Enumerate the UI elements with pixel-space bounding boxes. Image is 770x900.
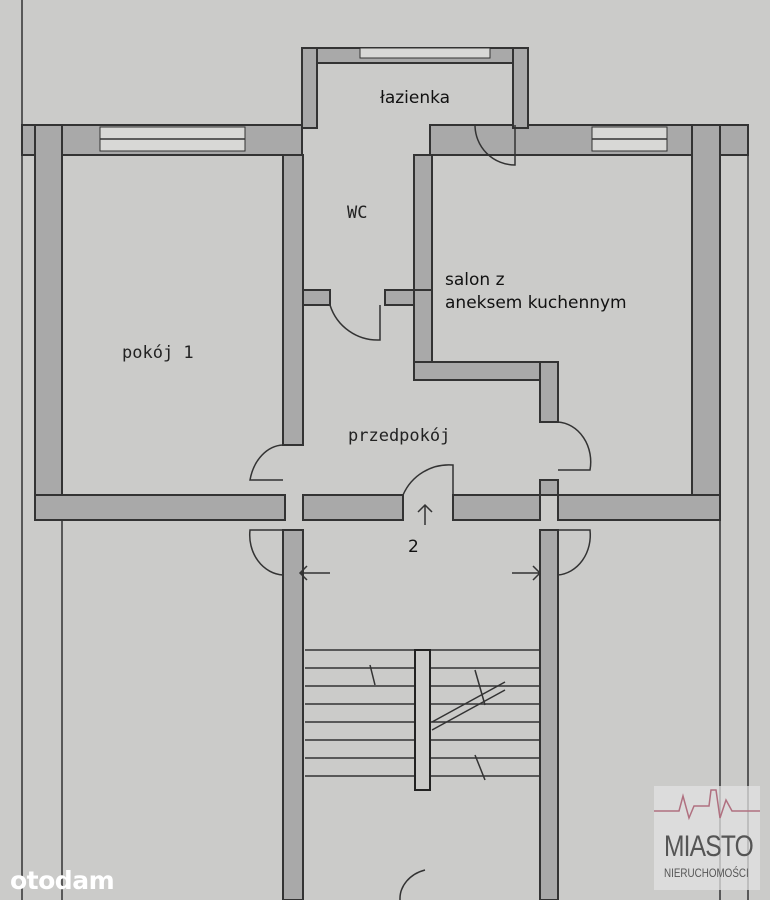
label-bathroom: łazienka xyxy=(380,88,450,108)
outer-guides xyxy=(21,0,749,900)
miasto-logo: MIASTO NIERUCHOMOŚCI xyxy=(654,786,760,890)
doors xyxy=(248,124,592,900)
logo-subtitle: NIERUCHOMOŚCI xyxy=(664,866,749,880)
label-living-2: aneksem kuchennym xyxy=(445,293,627,313)
label-wc: WC xyxy=(347,203,367,223)
label-hall: przedpokój xyxy=(348,426,450,446)
staircase xyxy=(305,649,540,791)
direction-arrows xyxy=(298,503,542,581)
pulse-icon xyxy=(654,789,760,821)
otodam-watermark: otodam xyxy=(10,866,115,895)
label-entrance-number: 2 xyxy=(408,537,419,557)
windows xyxy=(99,47,668,152)
walls xyxy=(21,47,749,900)
logo-title: MIASTO xyxy=(664,830,754,863)
label-living-1: salon z xyxy=(445,270,505,290)
label-room1: pokój 1 xyxy=(122,343,194,363)
